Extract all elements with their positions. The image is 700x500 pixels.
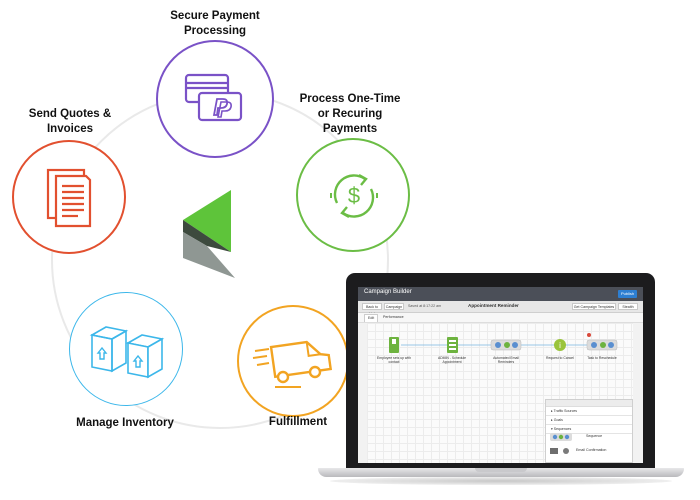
reschedule-task-node-icon[interactable] [586, 333, 618, 351]
request-cancel-node-icon[interactable]: i [554, 339, 566, 351]
saved-status: Saved at 8:17:22 am [408, 304, 442, 308]
svg-text:i: i [559, 341, 561, 350]
employee-node-icon[interactable] [389, 337, 399, 353]
panel-drag-handle[interactable] [546, 400, 632, 407]
credit-card-paypal-icon [184, 73, 243, 122]
panel-row-traffic[interactable]: ▸ Traffic Sources [546, 407, 632, 416]
sequence-icon [550, 433, 572, 441]
node-label-employee: Employee sets up with contact [377, 356, 411, 364]
elements-panel: ▸ Traffic Sources ▸ Goals ▾ Sequences Se… [545, 399, 633, 463]
campaign-toolbar: Back to List Campaign Saved at 8:17:22 a… [358, 301, 643, 316]
app-title: Campaign Builder [364, 289, 412, 295]
schedule-node-icon[interactable] [447, 337, 458, 353]
panel-item-sequence[interactable]: Sequence [550, 432, 630, 442]
secure-payment-label: Secure Payment Processing [140, 9, 290, 39]
fulfillment-circle [237, 305, 349, 417]
laptop: Campaign Builder Publish Back to List Ca… [346, 273, 655, 470]
dollar-cycle-icon: $ [330, 173, 378, 219]
email-sequence-node-icon[interactable] [490, 339, 522, 351]
send-quotes-label-line2: Invoices [46, 123, 94, 135]
app-header-bar: Campaign Builder Publish [358, 287, 643, 301]
laptop-shadow [330, 477, 672, 485]
process-payments-label: Process One-Time or Recuring Payments [290, 92, 410, 137]
process-payments-circle: $ [296, 138, 410, 252]
manage-inventory-circle [69, 292, 183, 406]
tab-performance[interactable]: Performance [383, 315, 404, 319]
panel-row-sequences-label: Sequences [553, 427, 572, 431]
back-to-list-button[interactable]: Back to List [362, 303, 382, 316]
svg-text:$: $ [348, 183, 360, 208]
panel-item-email-label: Email Confirmation [576, 448, 607, 452]
builder-tabs: Edit Performance [358, 313, 643, 323]
process-payments-label-line3: Payments [322, 123, 378, 135]
node-label-email: Automated Email Reminders [493, 356, 519, 364]
email-icon [550, 448, 569, 454]
secure-payment-label-line2: Processing [184, 25, 246, 37]
process-payments-label-line2: or Recuring [317, 108, 383, 120]
node-label-cancel: Request to Cancel [546, 356, 574, 360]
campaign-canvas[interactable]: i Employee sets up with contact ADMIN - … [367, 323, 633, 463]
send-quotes-label-line1: Send Quotes & [28, 108, 112, 120]
laptop-base [318, 468, 684, 477]
node-label-reschedule: Task to Reschedule [587, 356, 617, 360]
laptop-screen: Campaign Builder Publish Back to List Ca… [358, 287, 643, 463]
panel-row-goals[interactable]: ▸ Goals [546, 416, 632, 425]
secure-payment-circle [156, 40, 274, 158]
get-templates-button[interactable]: Get Campaign Templates [572, 303, 616, 310]
boxes-icon [89, 326, 165, 379]
panel-item-sequence-label: Sequence [586, 434, 603, 438]
manage-inventory-label: Manage Inventory [76, 417, 174, 429]
secure-payment-label-line1: Secure Payment [170, 10, 260, 22]
laptop-notch [475, 468, 527, 472]
campaign-dropdown[interactable]: Campaign [384, 303, 404, 310]
tab-edit[interactable]: Edit [364, 314, 379, 322]
send-quotes-circle [12, 140, 126, 254]
send-quotes-label: Send Quotes & Invoices [10, 107, 130, 137]
fulfillment-label: Fulfillment [268, 416, 328, 428]
panel-item-email[interactable]: Email Confirmation [550, 446, 630, 456]
node-label-schedule: ADMIN - Schedule Appointment [437, 356, 467, 364]
flow-diagram: i [389, 333, 618, 353]
publish-button[interactable]: Publish [618, 290, 637, 298]
panel-row-traffic-label: Traffic Sources [553, 409, 578, 413]
mode-dropdown[interactable]: Stealth [618, 303, 638, 310]
campaign-title: Appointment Reminder [468, 303, 519, 308]
panel-row-goals-label: Goals [553, 418, 563, 422]
invoice-documents-icon [46, 168, 92, 228]
process-payments-label-line1: Process One-Time [299, 93, 401, 105]
keap-logo-icon [183, 190, 235, 278]
panel-row-sequences[interactable]: ▾ Sequences [546, 425, 632, 434]
delivery-van-icon [252, 340, 333, 388]
